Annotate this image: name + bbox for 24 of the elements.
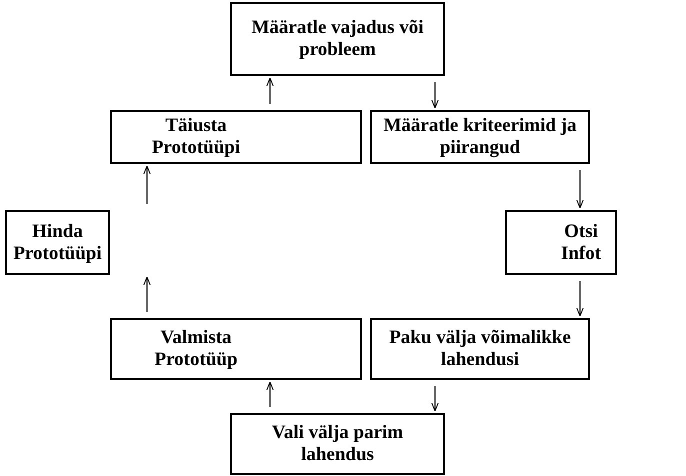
arrow bbox=[266, 78, 274, 104]
process-box bbox=[370, 110, 590, 164]
box-label: Määratle kriteerimid ja piirangud bbox=[382, 115, 578, 159]
process-box bbox=[5, 210, 110, 275]
box-label: Valmista Prototüüp bbox=[153, 327, 239, 371]
arrow bbox=[431, 386, 439, 412]
arrow bbox=[143, 166, 151, 204]
box-label: Paku välja võimalikke lahendusi bbox=[388, 327, 572, 371]
process-box bbox=[110, 110, 362, 164]
box-label: Vali välja parim lahendus bbox=[270, 422, 404, 466]
process-box bbox=[110, 318, 362, 380]
arrow bbox=[266, 382, 274, 407]
process-box bbox=[230, 2, 445, 76]
box-label: Hinda Prototüüpi bbox=[12, 220, 103, 264]
process-box bbox=[230, 413, 445, 475]
box-label: Määratle vajadus või probleem bbox=[250, 17, 425, 61]
arrow bbox=[143, 276, 151, 312]
arrow bbox=[576, 170, 584, 208]
process-box bbox=[370, 318, 590, 380]
box-label: Täiusta Prototüüpi bbox=[150, 115, 242, 159]
arrow bbox=[576, 281, 584, 316]
arrow bbox=[431, 82, 439, 108]
process-box bbox=[505, 210, 617, 275]
box-label: Otsi Infot bbox=[560, 220, 602, 264]
